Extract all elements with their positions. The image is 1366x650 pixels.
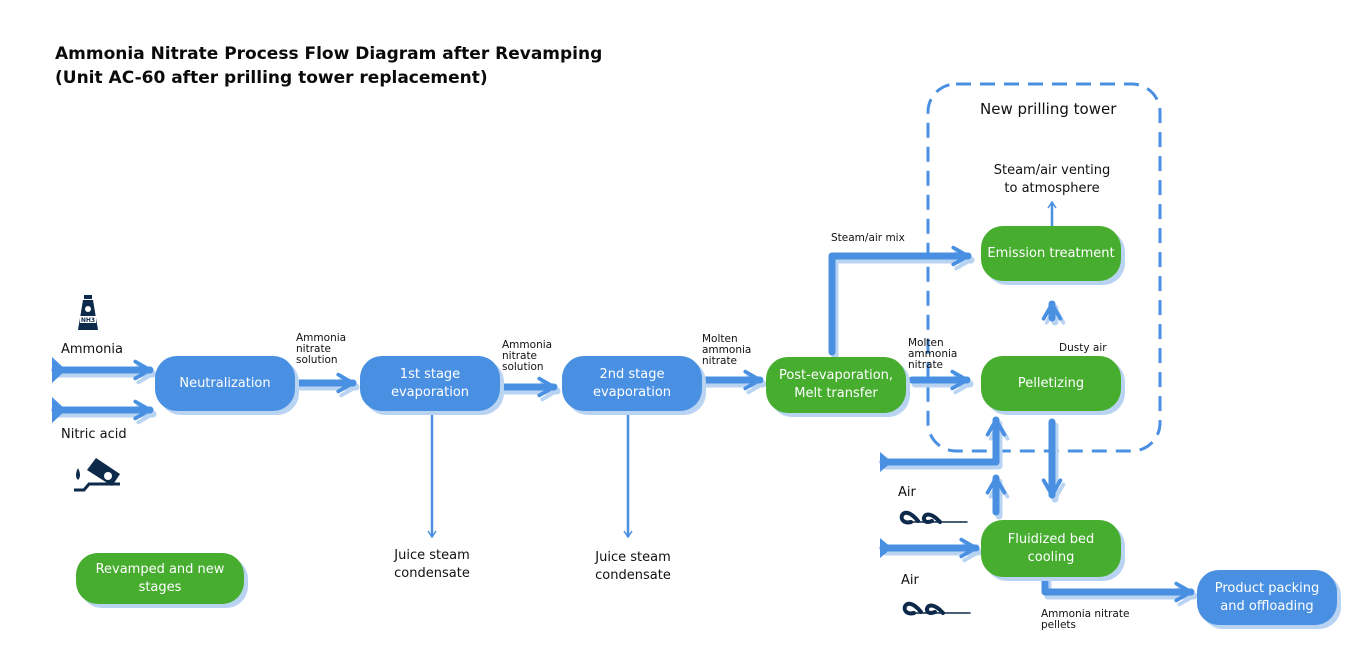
pelletizing-node: Pelletizing — [981, 356, 1121, 411]
venting-label: Steam/air venting to atmosphere — [993, 163, 1111, 196]
prilling-tower-label: New prilling tower — [980, 100, 1117, 118]
ammonia-label: Ammonia — [61, 342, 123, 357]
nitric-acid-beaker-icon — [74, 458, 120, 492]
stage1-evaporation-node: 1st stage evaporation — [360, 356, 500, 411]
wind-icon — [902, 601, 971, 616]
an-solution-label-2: Ammonia nitrate solution — [502, 339, 553, 373]
diagram-subtitle: (Unit AC-60 after prilling tower replace… — [55, 68, 488, 88]
air-to-pelletizing-arrow — [879, 416, 1007, 466]
air-label-2: Air — [901, 573, 919, 588]
molten-an-label-2: Molten ammonia nitrate — [908, 337, 958, 371]
product-packing-node: Product packing and offloading — [1197, 570, 1337, 625]
fluidized-bed-cooling-node: Fluidized bed cooling — [981, 520, 1121, 577]
an-solution-label-1: Ammonia nitrate solution — [296, 332, 347, 366]
steam-air-mix-arrow — [828, 245, 972, 356]
molten-an-label-1: Molten ammonia nitrate — [702, 333, 752, 367]
ammonia-bottle-icon: NH3 — [78, 295, 98, 330]
wind-icon — [899, 510, 968, 525]
stage2-evaporation-node: 2nd stage evaporation — [562, 356, 702, 411]
prilling-tower-boundary — [926, 82, 1162, 453]
nh3-badge: NH3 — [81, 317, 95, 324]
legend-revamped-stages: Revamped and new stages — [76, 553, 244, 604]
air-label-1: Air — [898, 485, 916, 500]
nitric-acid-label: Nitric acid — [61, 427, 127, 442]
diagram-title: Ammonia Nitrate Process Flow Diagram aft… — [55, 44, 603, 64]
emission-treatment-node: Emission treatment — [981, 226, 1121, 281]
post-evaporation-node: Post-evaporation, Melt transfer — [766, 357, 906, 413]
juice-condensate-label-1: Juice steam condensate — [394, 548, 470, 581]
steam-air-mix-label: Steam/air mix — [831, 232, 905, 244]
juice-condensate-label-2: Juice steam condensate — [595, 550, 671, 583]
cooling-to-packing-arrow — [1041, 574, 1195, 603]
dusty-air-label: Dusty air — [1059, 342, 1107, 354]
neutralization-node: Neutralization — [155, 356, 295, 411]
pellets-label: Ammonia nitrate pellets — [1041, 608, 1130, 631]
